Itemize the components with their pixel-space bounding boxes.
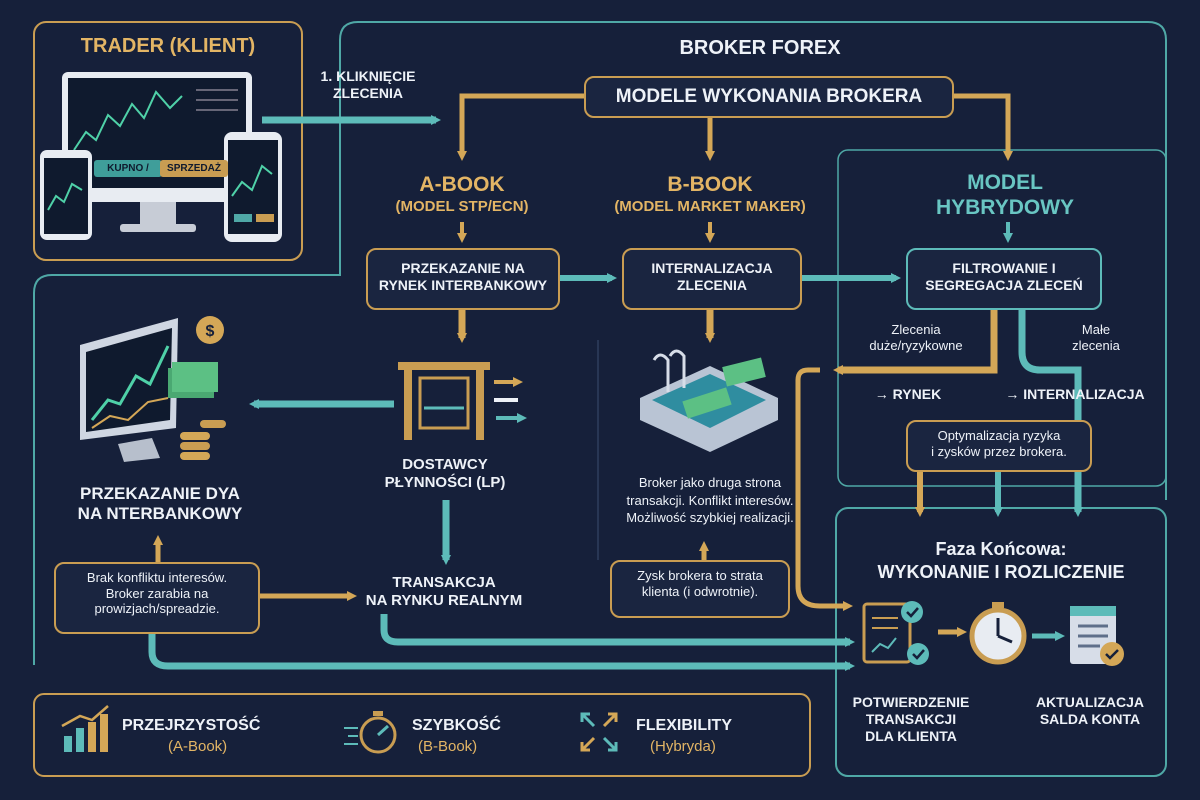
bbook-subtitle: (MODEL MARKET MAKER) [614, 198, 806, 215]
arrow-bbook-to-final [795, 367, 853, 611]
legend-flexibility-sub: (Hybryda) [650, 738, 716, 755]
arrow-abook-return-to-final [148, 600, 855, 671]
hybrid-step-label: FILTROWANIE I SEGREGACJA ZLECEŃ [925, 260, 1083, 293]
buy-button[interactable]: KUPNO / [94, 160, 162, 177]
arrow-models-split [459, 93, 1011, 148]
confirmation-document-icon [862, 601, 929, 665]
sell-button[interactable]: SPRZEDAŻ [160, 160, 228, 177]
broker-title: BROKER FOREX [679, 37, 841, 59]
bbook-step-label: INTERNALIZACJA ZLECENIA [651, 260, 773, 293]
hybrid-note: Optymalizacja ryzyka i zysków przez brok… [931, 428, 1067, 459]
hybrid-step-box [906, 248, 1102, 310]
bbook-note-box [610, 560, 790, 618]
legend-transparency-title: PRZEJRZYSTOŚĆ [122, 717, 261, 734]
hybrid-panel [837, 149, 1167, 487]
lp-label: DOSTAWCY PŁYNNOŚCI (LP) [384, 456, 506, 491]
transparency-chart-icon [61, 705, 109, 752]
trader-devices-illustration [40, 72, 282, 242]
legend-speed-title: SZYBKOŚĆ [412, 717, 501, 734]
liquidity-provider-icon [398, 362, 527, 440]
interbank-label: PRZEKAZANIE DYA NA NTERBANKOWY [77, 484, 243, 524]
click-order-label: 1. KLIKNIĘCIE ZLECENIA [320, 68, 416, 101]
hybrid-title: MODEL HYBRYDOWY [935, 171, 1075, 220]
small-orders-label: Małe zlecenia [1072, 322, 1120, 353]
models-title: MODELE WYKONANIA BROKERA [615, 86, 923, 107]
abook-title: A-BOOK [419, 173, 505, 196]
models-title-box [584, 76, 954, 118]
trader-panel [33, 21, 303, 261]
speed-stopwatch-icon [344, 711, 397, 754]
interbank-monitor-illustration: $ [80, 316, 226, 462]
legend-speed-sub: (B-Book) [418, 738, 478, 755]
bbook-note: Zysk brokera to strata klienta (i odwrot… [637, 568, 763, 599]
legend-panel [33, 693, 811, 777]
confirm-label: POTWIERDZENIE TRANSAKCJI DLA KLIENTA [852, 694, 970, 744]
bbook-description: Broker jako druga strona transakcji. Kon… [626, 475, 794, 526]
abook-step-label: PRZEKAZANIE NA RYNEK INTERBANKOWY [378, 260, 548, 293]
broker-panel-outline [33, 21, 1167, 665]
to-market-label: → RYNEK [874, 386, 942, 402]
abook-note-box [54, 562, 260, 634]
arrow-hybrid-small-orders [1018, 308, 1083, 517]
hybrid-note-box [906, 420, 1092, 472]
account-ledger-icon [1070, 606, 1124, 666]
legend-transparency-sub: (A-Book) [168, 738, 228, 755]
svg-text:$: $ [206, 323, 215, 340]
flexibility-arrows-icon [580, 712, 618, 752]
update-label: AKTUALIZACJA SALDA KONTA [1035, 694, 1145, 727]
stopwatch-icon [969, 602, 1027, 665]
arrow-transaction-to-final [380, 614, 855, 647]
to-internal-label: → INTERNALIZACJA [1005, 386, 1145, 402]
abook-step-box [366, 248, 560, 310]
trader-title: TRADER (KLIENT) [80, 35, 256, 57]
transaction-label: TRANSAKCJA NA RYNKU REALNYM [365, 574, 523, 609]
large-orders-label: Zlecenia duże/ryzykowne [869, 322, 963, 353]
final-title: Faza Końcowa: WYKONANIE I ROZLICZENIE [877, 539, 1125, 583]
legend-flexibility-title: FLEXIBILITY [636, 717, 732, 734]
arrow-hybrid-large-orders [833, 308, 998, 375]
bbook-step-box [622, 248, 802, 310]
b-book-pool-illustration [640, 349, 778, 452]
abook-subtitle: (MODEL STP/ECN) [395, 198, 529, 215]
bbook-title: B-BOOK [667, 173, 753, 196]
abook-note: Brak konfliktu interesów. Broker zarabia… [86, 570, 228, 617]
